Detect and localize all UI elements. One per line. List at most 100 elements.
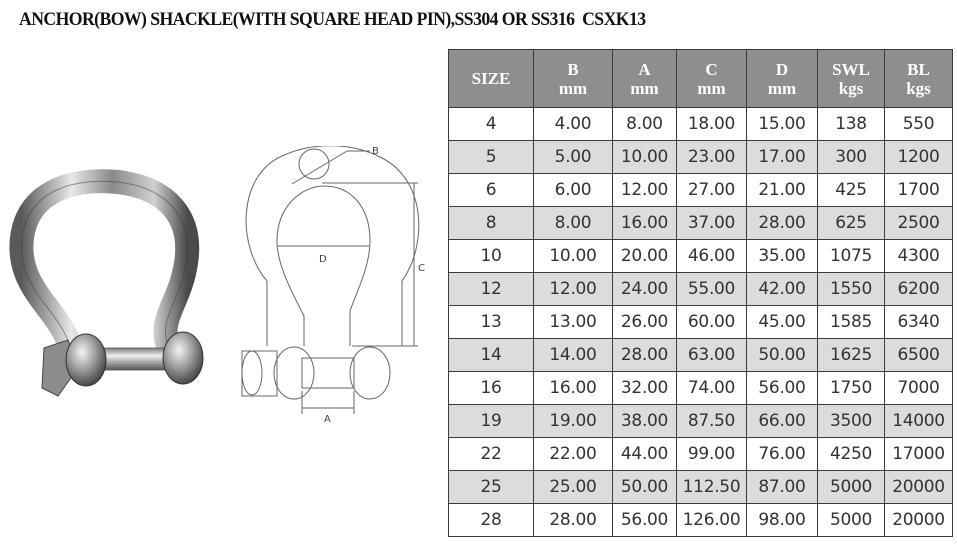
cell-d: 35.00 [746,239,818,273]
cell-c: 74.00 [676,371,747,405]
cell-size: 25 [448,470,534,504]
cell-d: 42.00 [746,272,818,306]
cell-bl: 4300 [884,239,953,273]
cell-swl: 5000 [817,470,885,504]
cell-swl: 5000 [817,503,885,537]
cell-c: 99.00 [676,437,747,471]
cell-bl: 6340 [884,305,953,339]
cell-swl: 1550 [817,272,885,306]
cell-c: 126.00 [676,503,747,537]
cell-d: 87.00 [746,470,818,504]
cell-c: 46.00 [676,239,747,273]
label-b: B [372,146,379,157]
cell-swl: 1075 [817,239,885,273]
cell-d: 50.00 [746,338,818,372]
cell-d: 17.00 [746,140,818,174]
cell-b: 12.00 [533,272,613,306]
cell-bl: 2500 [884,206,953,240]
shackle-dimension-drawing: B D C A [241,146,425,425]
cell-size: 19 [448,404,534,438]
cell-c: 55.00 [676,272,747,306]
cell-c: 63.00 [676,338,747,372]
shackle-photo [9,169,204,397]
cell-b: 19.00 [533,404,613,438]
cell-bl: 14000 [884,404,953,438]
cell-b: 22.00 [533,437,613,471]
cell-size: 22 [448,437,534,471]
cell-size: 10 [448,239,534,273]
cell-swl: 138 [817,107,885,141]
cell-bl: 6500 [884,338,953,372]
cell-a: 12.00 [612,173,677,207]
cell-size: 12 [448,272,534,306]
cell-a: 28.00 [612,338,677,372]
cell-swl: 425 [817,173,885,207]
cell-bl: 1700 [884,173,953,207]
cell-size: 6 [448,173,534,207]
cell-b: 10.00 [533,239,613,273]
cell-a: 10.00 [612,140,677,174]
cell-a: 24.00 [612,272,677,306]
header-size: SIZE [448,49,534,108]
cell-a: 16.00 [612,206,677,240]
cell-swl: 1750 [817,371,885,405]
cell-b: 4.00 [533,107,613,141]
cell-b: 6.00 [533,173,613,207]
cell-c: 60.00 [676,305,747,339]
cell-a: 8.00 [612,107,677,141]
cell-size: 8 [448,206,534,240]
cell-swl: 1625 [817,338,885,372]
cell-bl: 20000 [884,503,953,537]
cell-size: 14 [448,338,534,372]
cell-bl: 550 [884,107,953,141]
cell-a: 26.00 [612,305,677,339]
cell-a: 38.00 [612,404,677,438]
cell-d: 56.00 [746,371,818,405]
cell-bl: 7000 [884,371,953,405]
cell-size: 13 [448,305,534,339]
cell-d: 76.00 [746,437,818,471]
cell-swl: 625 [817,206,885,240]
cell-bl: 17000 [884,437,953,471]
cell-size: 16 [448,371,534,405]
cell-swl: 1585 [817,305,885,339]
cell-bl: 20000 [884,470,953,504]
cell-d: 66.00 [746,404,818,438]
cell-size: 5 [448,140,534,174]
cell-a: 20.00 [612,239,677,273]
cell-b: 25.00 [533,470,613,504]
cell-b: 14.00 [533,338,613,372]
cell-d: 98.00 [746,503,818,537]
cell-b: 8.00 [533,206,613,240]
cell-bl: 6200 [884,272,953,306]
page-title: ANCHOR(BOW) SHACKLE(WITH SQUARE HEAD PIN… [19,9,646,30]
cell-size: 4 [448,107,534,141]
cell-a: 32.00 [612,371,677,405]
cell-size: 28 [448,503,534,537]
cell-c: 37.00 [676,206,747,240]
cell-swl: 4250 [817,437,885,471]
cell-b: 13.00 [533,305,613,339]
label-c: C [418,263,425,274]
cell-a: 50.00 [612,470,677,504]
cell-b: 16.00 [533,371,613,405]
